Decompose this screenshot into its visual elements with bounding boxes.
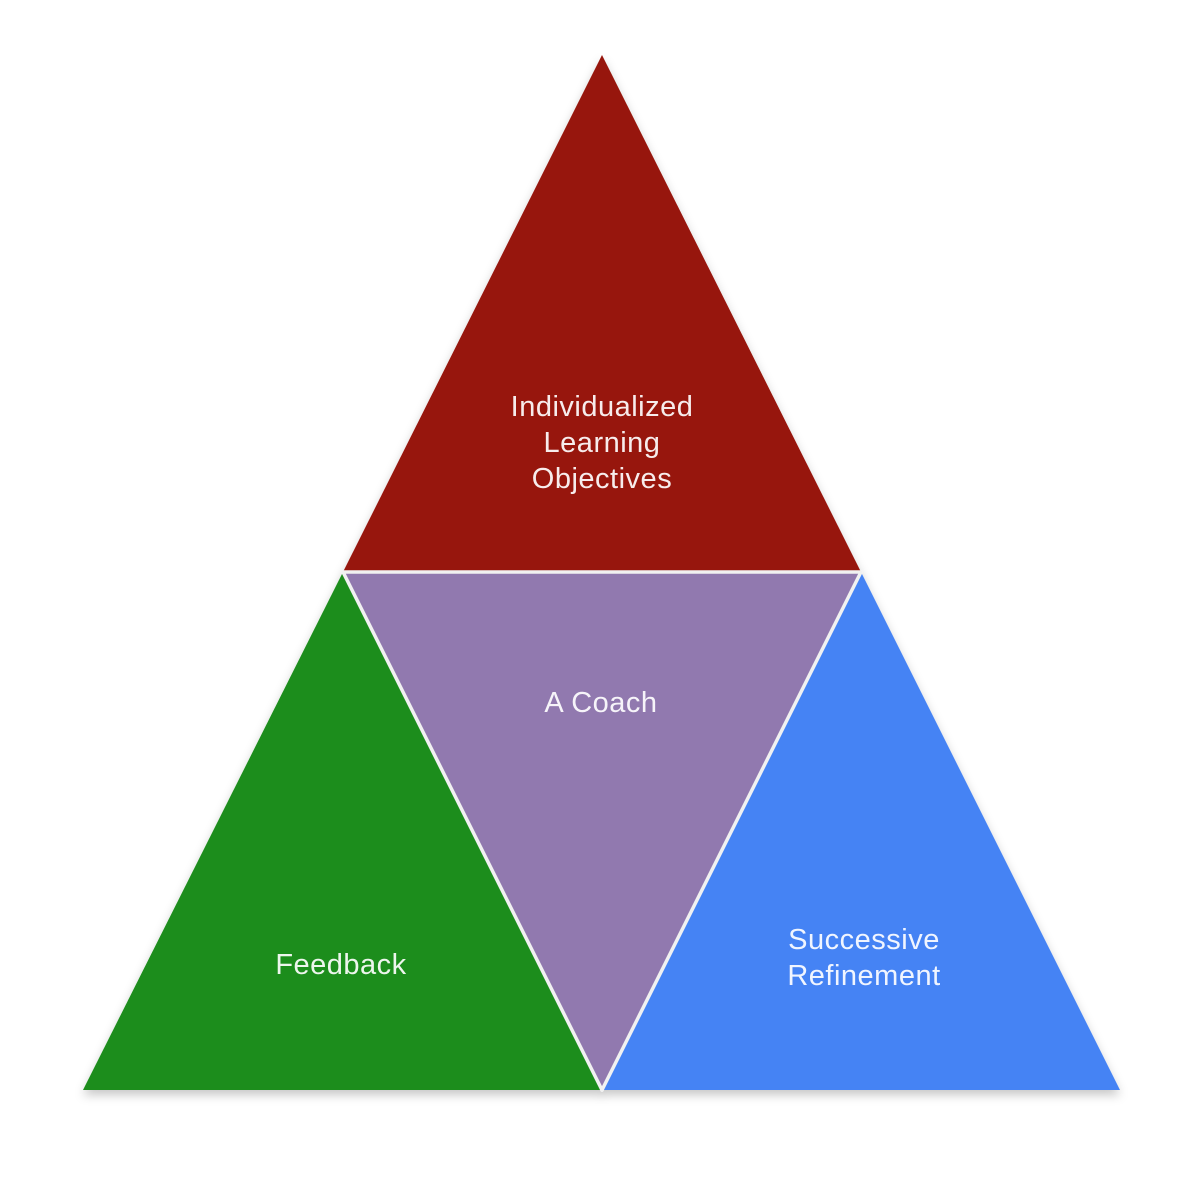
top-triangle-shape: [343, 55, 861, 572]
bottom-left-triangle-shape: [83, 572, 602, 1090]
center-inverted-triangle-shape: [341, 570, 863, 1092]
bottom-right-triangle-shape: [602, 572, 1120, 1090]
